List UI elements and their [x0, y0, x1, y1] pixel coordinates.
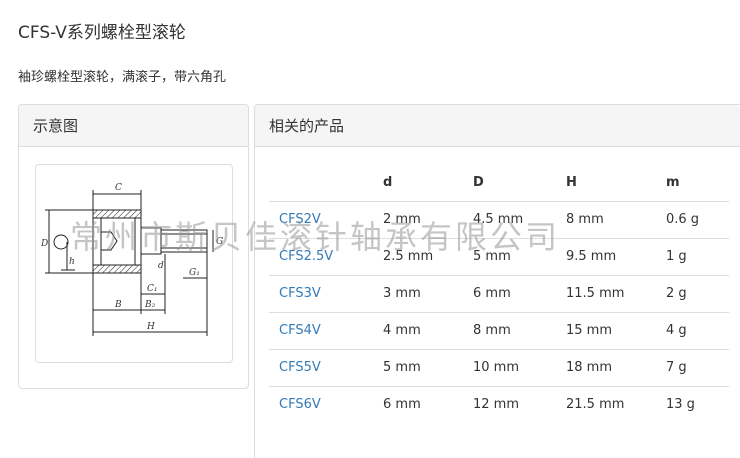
table-header-row: d D H m — [269, 164, 729, 202]
cell-D: 12 mm — [473, 397, 520, 413]
cell-d: 4 mm — [375, 312, 465, 350]
dim-label-c1: C₁ — [147, 284, 158, 294]
cell-H: 8 mm — [558, 201, 658, 239]
cell-m: 1 g — [658, 238, 729, 276]
table-row: CFS3V 3 mm 6 mm 11.5 mm 2 g — [269, 275, 729, 313]
table-row: CFS6V 6 mm 12 mm 21.5 mm 13 g — [269, 386, 729, 423]
dim-label-b: B — [114, 300, 122, 310]
dim-label-g1: G₁ — [189, 268, 200, 278]
cell-D: 10 mm — [465, 349, 558, 387]
diagram-panel-heading: 示意图 — [19, 105, 248, 147]
product-link[interactable]: CFS5V — [269, 349, 375, 387]
cell-d: 5 mm — [375, 349, 465, 387]
cell-H: 11.5 mm — [558, 275, 658, 313]
table-row: CFS2V 2 mm 4.5 mm 8 mm 0.6 g — [269, 201, 729, 239]
table-row: CFS5V 5 mm 10 mm 18 mm 7 g — [269, 349, 729, 387]
col-H-header: H — [558, 164, 658, 202]
dim-label-h: H — [146, 322, 155, 332]
cell-D: 4.5 mm — [465, 201, 558, 239]
product-link[interactable]: CFS2V — [269, 201, 375, 239]
cell-m: 0.6 g — [658, 201, 729, 239]
col-d-header: d — [375, 164, 465, 202]
cell-H: 18 mm — [558, 349, 658, 387]
cell-H: 15 mm — [558, 312, 658, 350]
product-link[interactable]: CFS6V — [279, 397, 321, 413]
table-row: CFS4V 4 mm 8 mm 15 mm 4 g — [269, 312, 729, 350]
cell-H: 21.5 mm — [566, 397, 625, 413]
diagram-panel: 示意图 — [18, 104, 249, 389]
roller-diagram: C D h d G₁ G C₁ B B₂ H — [41, 183, 223, 336]
dim-label-g: G — [216, 237, 223, 247]
dim-label-d: d — [158, 261, 164, 271]
cell-D: 8 mm — [465, 312, 558, 350]
diagram-thumbnail[interactable]: C D h d G₁ G C₁ B B₂ H — [35, 164, 233, 363]
product-link[interactable]: CFS3V — [269, 275, 375, 313]
cell-d: 6 mm — [383, 397, 421, 413]
dim-label-h-small: h — [69, 257, 75, 267]
product-link[interactable]: CFS2.5V — [269, 238, 375, 276]
cell-d: 2.5 mm — [375, 238, 465, 276]
col-m-header: m — [658, 164, 729, 202]
cell-m: 2 g — [658, 275, 729, 313]
product-description: 袖珍螺栓型滚轮，满滚子，带六角孔 — [18, 70, 227, 85]
page-title: CFS-V系列螺栓型滚轮 — [18, 23, 186, 43]
related-products-heading: 相关的产品 — [255, 105, 740, 147]
products-table: d D H m CFS2V 2 mm 4.5 mm 8 mm 0.6 g CFS… — [269, 164, 729, 423]
cell-D: 6 mm — [465, 275, 558, 313]
product-link[interactable]: CFS4V — [269, 312, 375, 350]
col-model-header — [269, 164, 375, 202]
cell-d: 2 mm — [375, 201, 465, 239]
table-row: CFS2.5V 2.5 mm 5 mm 9.5 mm 1 g — [269, 238, 729, 276]
cell-m: 13 g — [666, 397, 695, 413]
cell-m: 4 g — [658, 312, 729, 350]
dim-label-d-outer: D — [41, 239, 48, 249]
cell-H: 9.5 mm — [558, 238, 658, 276]
cell-D: 5 mm — [465, 238, 558, 276]
cell-d: 3 mm — [375, 275, 465, 313]
cell-m: 7 g — [658, 349, 729, 387]
dim-label-b2: B₂ — [144, 300, 156, 310]
dim-label-c: C — [115, 183, 122, 193]
related-products-panel: 相关的产品 d D H m CFS2V 2 mm 4.5 mm 8 mm 0.6… — [254, 104, 740, 458]
col-D-header: D — [465, 164, 558, 202]
